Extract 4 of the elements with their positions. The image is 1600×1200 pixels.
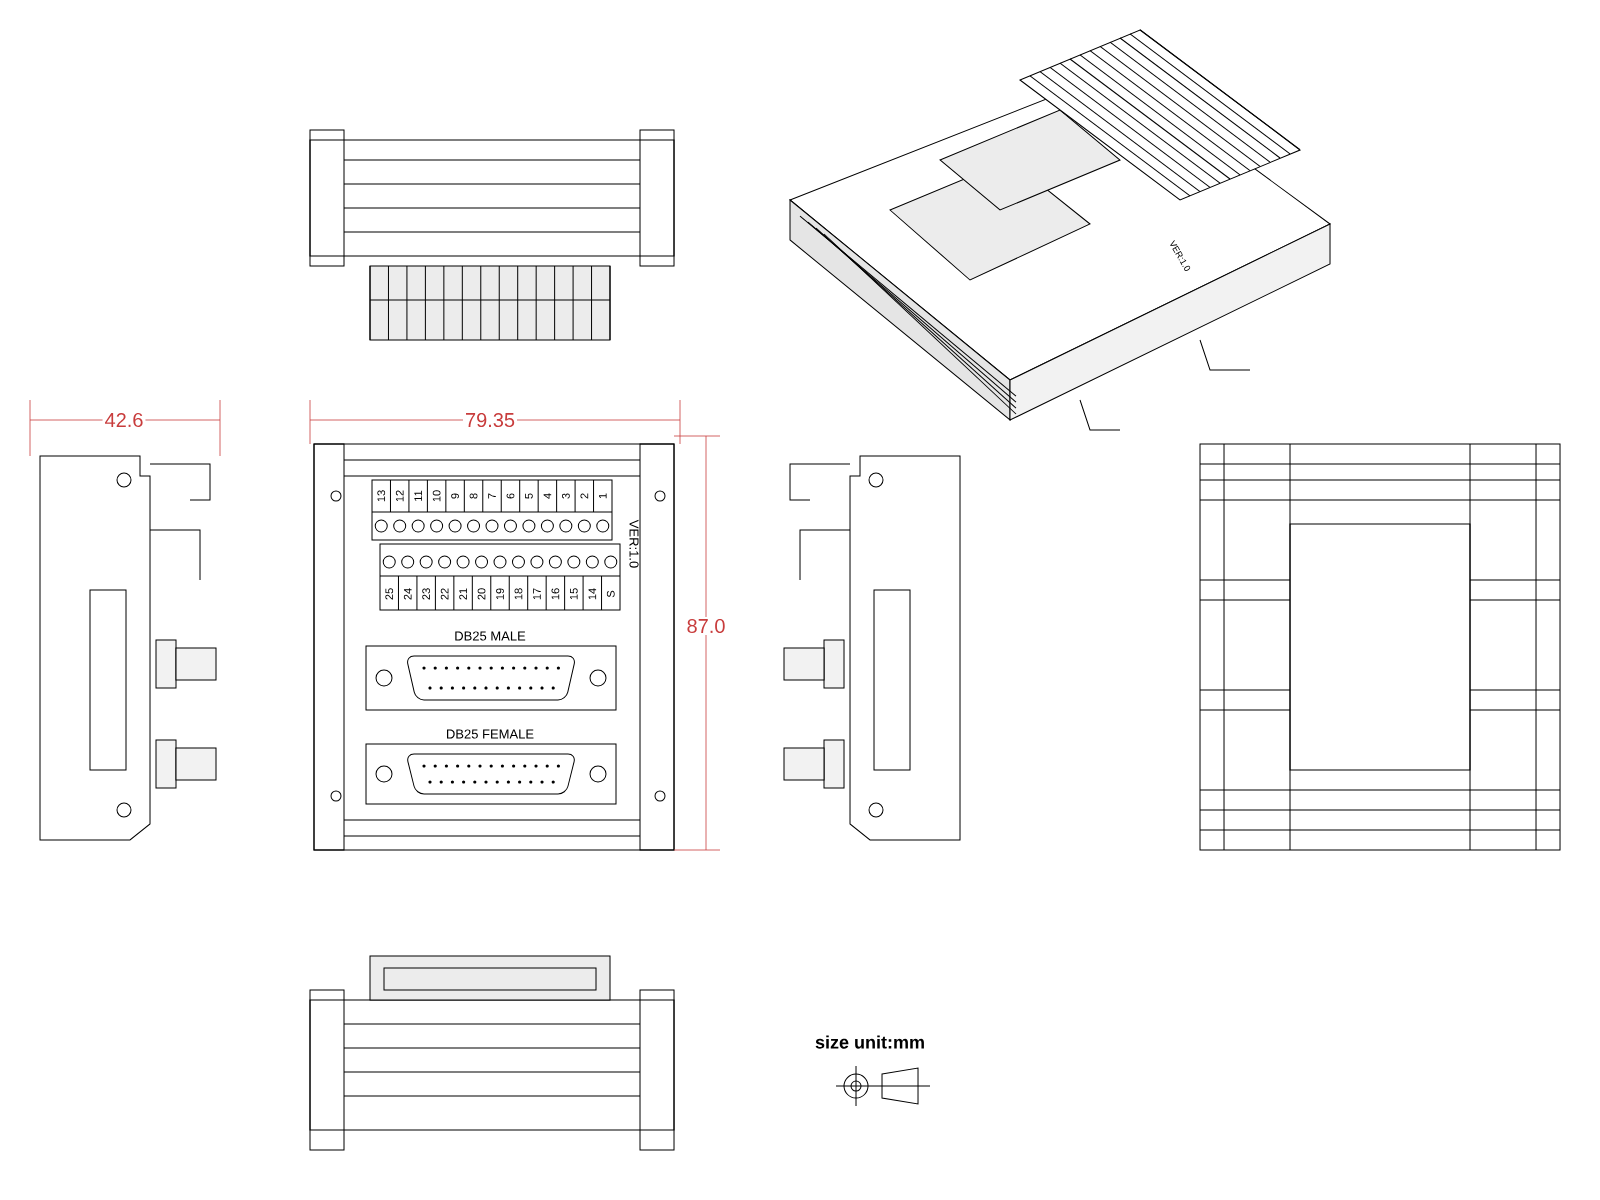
dimension-text: 87.0: [684, 616, 728, 636]
dimension-text: 79.35: [463, 410, 518, 430]
dimension-text: 42.6: [102, 410, 146, 430]
unit-note: size unit:mm: [815, 1035, 924, 1049]
